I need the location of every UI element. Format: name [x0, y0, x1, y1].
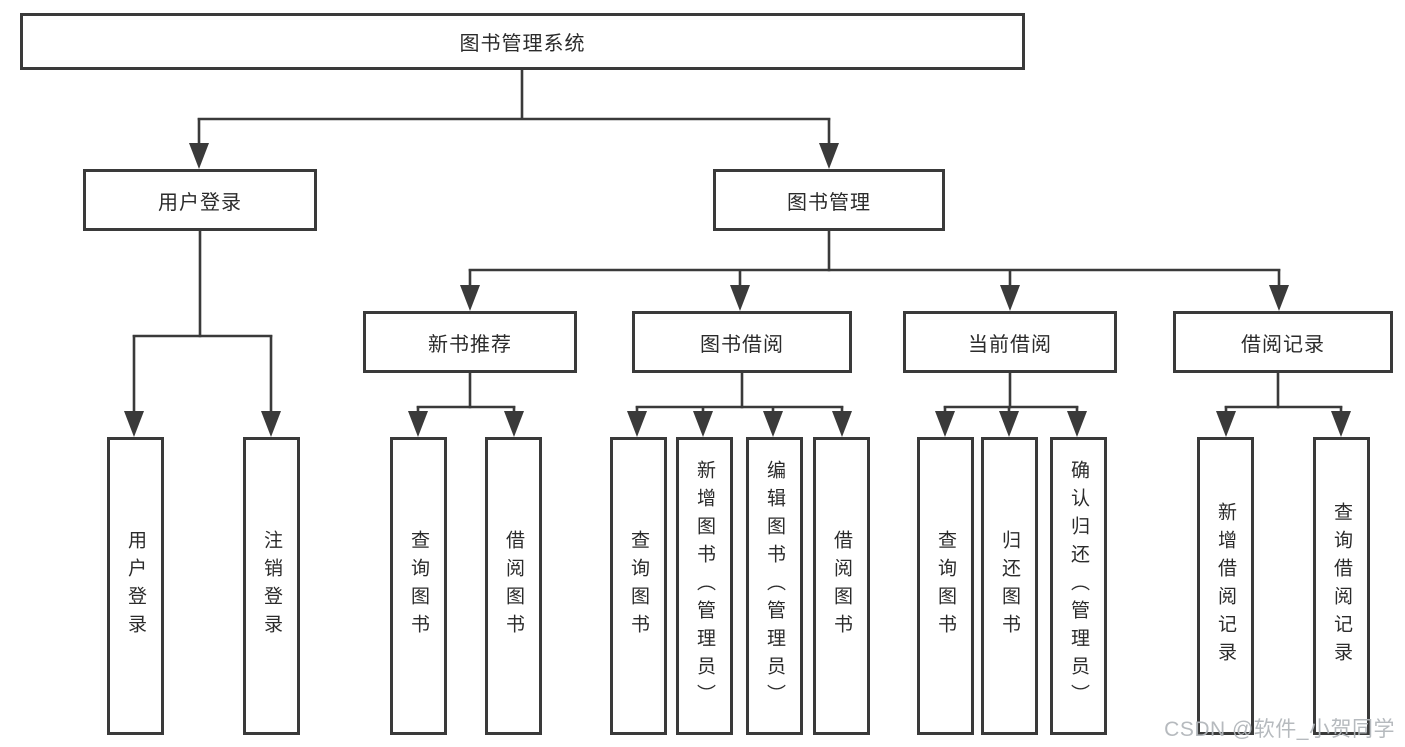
- leaf-borrow-query-books: 查询图书: [610, 437, 667, 735]
- leaf-records-add-record-label: 新增借阅记录: [1215, 502, 1236, 670]
- node-current-borrow: 当前借阅: [903, 311, 1117, 373]
- node-root-label: 图书管理系统: [459, 33, 586, 55]
- leaf-user-login: 用户登录: [107, 437, 164, 735]
- leaf-user-login-label: 用户登录: [125, 530, 146, 642]
- leaf-current-confirm-return-admin-label: 确认归还（管理员）: [1068, 460, 1089, 712]
- leaf-current-return-books-label: 归还图书: [999, 530, 1020, 642]
- leaf-newbooks-borrow-books: 借阅图书: [485, 437, 542, 735]
- node-book-management-label: 图书管理: [787, 191, 871, 214]
- leaf-borrow-add-books-admin-label: 新增图书（管理员）: [694, 460, 715, 712]
- leaf-borrow-borrow-books: 借阅图书: [813, 437, 870, 735]
- leaf-records-query-record: 查询借阅记录: [1313, 437, 1370, 735]
- node-user-login-label: 用户登录: [158, 191, 242, 214]
- csdn-watermark: CSDN @软件_小贺同学: [1164, 718, 1395, 741]
- node-root: 图书管理系统: [20, 13, 1025, 70]
- leaf-borrow-borrow-books-label: 借阅图书: [831, 530, 852, 642]
- leaf-logout: 注销登录: [243, 437, 300, 735]
- leaf-newbooks-query-books-label: 查询图书: [408, 530, 429, 642]
- leaf-current-query-books: 查询图书: [917, 437, 974, 735]
- leaf-logout-label: 注销登录: [261, 530, 282, 642]
- leaf-borrow-edit-books-admin: 编辑图书（管理员）: [746, 437, 803, 735]
- node-borrow-records-label: 借阅记录: [1241, 333, 1325, 356]
- leaf-records-add-record: 新增借阅记录: [1197, 437, 1254, 735]
- node-book-borrow: 图书借阅: [632, 311, 852, 373]
- node-current-borrow-label: 当前借阅: [968, 333, 1052, 356]
- leaf-current-return-books: 归还图书: [981, 437, 1038, 735]
- node-new-book-recommend-label: 新书推荐: [428, 333, 512, 356]
- leaf-borrow-query-books-label: 查询图书: [628, 530, 649, 642]
- leaf-records-query-record-label: 查询借阅记录: [1331, 502, 1352, 670]
- node-borrow-records: 借阅记录: [1173, 311, 1393, 373]
- leaf-current-confirm-return-admin: 确认归还（管理员）: [1050, 437, 1107, 735]
- node-user-login: 用户登录: [83, 169, 317, 231]
- leaf-borrow-add-books-admin: 新增图书（管理员）: [676, 437, 733, 735]
- leaf-current-query-books-label: 查询图书: [935, 530, 956, 642]
- node-new-book-recommend: 新书推荐: [363, 311, 577, 373]
- leaf-newbooks-query-books: 查询图书: [390, 437, 447, 735]
- node-book-borrow-label: 图书借阅: [700, 333, 784, 356]
- leaf-newbooks-borrow-books-label: 借阅图书: [503, 530, 524, 642]
- node-book-management: 图书管理: [713, 169, 945, 231]
- leaf-borrow-edit-books-admin-label: 编辑图书（管理员）: [764, 460, 785, 712]
